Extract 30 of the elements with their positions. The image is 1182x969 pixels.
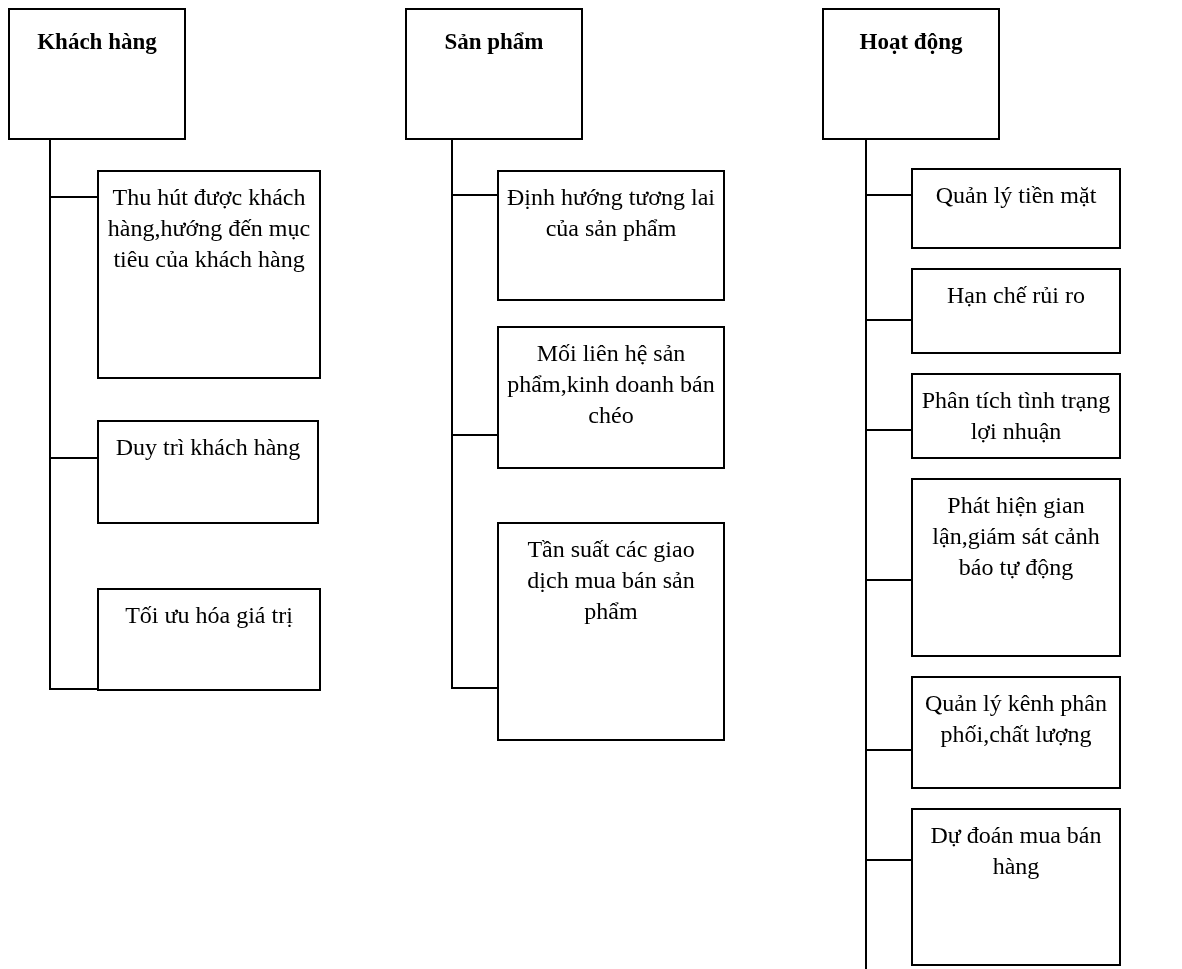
item-text: Quản lý kênh phân phối,chất lượng [924,689,1108,749]
item-text: Định hướng tương lai của sản phẩm [505,183,717,243]
item-text: Thu hút được khách hàng,hướng đến mục tiêu của khách hàng [106,183,312,274]
item-box [97,420,319,524]
item-text: Quản lý tiền mặt [934,181,1098,210]
category-title: Hoạt động [858,28,964,56]
item-text: Phát hiện gian lận,giám sát cảnh báo tự động [931,491,1101,582]
category-box [822,8,1000,140]
item-box [911,168,1121,249]
item-box [911,676,1121,789]
category-box [405,8,583,140]
item-text: Tối ưu hóa giá trị [124,601,294,630]
item-text: Tần suất các giao dịch mua bán sản phẩm [526,535,696,626]
item-text: Duy trì khách hàng [114,433,302,462]
item-box [911,478,1121,657]
category-title: Khách hàng [36,28,158,56]
category-box [8,8,186,140]
item-text: Dự đoán mua bán hàng [929,821,1103,881]
item-box [97,170,321,379]
item-box [497,522,725,741]
item-text: Phân tích tình trạng lợi nhuận [920,386,1112,446]
item-text: Hạn chế rủi ro [946,281,1086,310]
item-box [911,268,1121,354]
item-box [911,808,1121,966]
item-text: Mối liên hệ sản phẩm,kinh doanh bán chéo [506,339,716,430]
item-box [97,588,321,691]
item-box [911,373,1121,459]
category-title: Sản phẩm [443,28,545,56]
item-box [497,170,725,301]
item-box [497,326,725,469]
